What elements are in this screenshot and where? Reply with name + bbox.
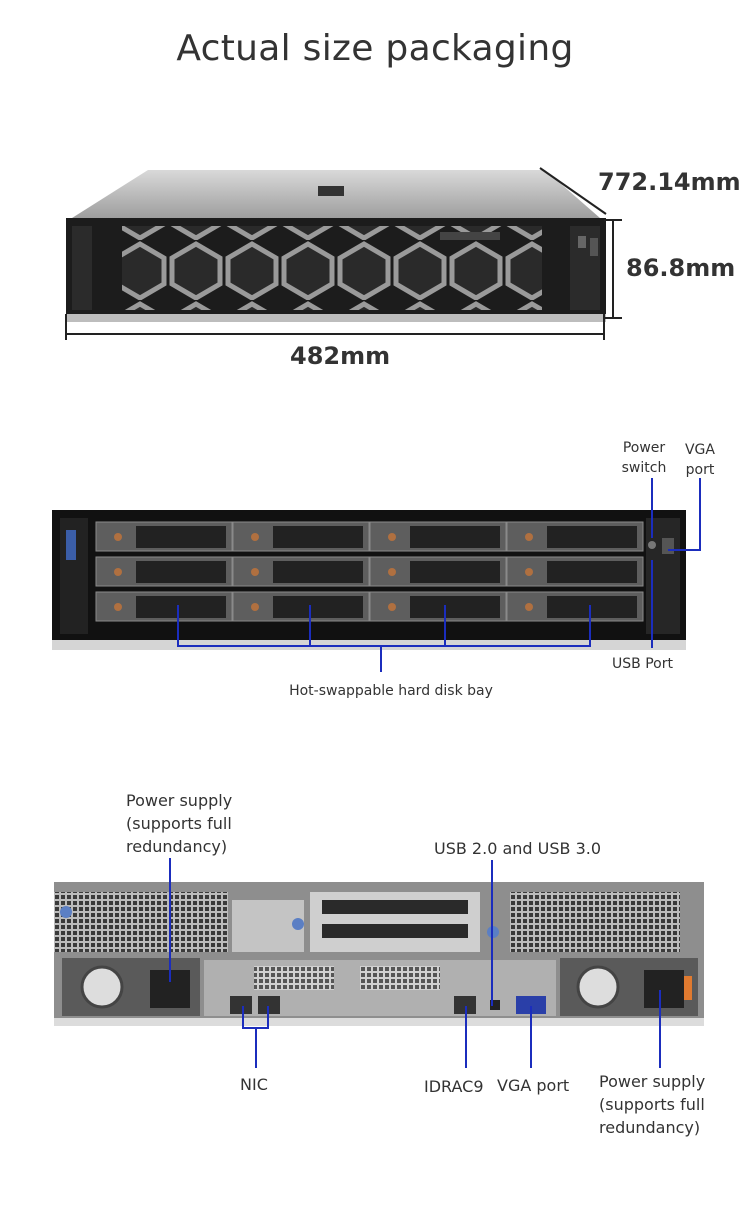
front-vga-port-label: VGA port xyxy=(684,442,715,478)
dimension-lines xyxy=(65,167,622,340)
height-label: 86.8mm xyxy=(626,254,736,282)
depth-label: 772.14mm xyxy=(598,168,741,196)
power-supply-left-label: Power supply (supports full redundancy) xyxy=(126,791,233,856)
disk-bay-label: Hot-swappable hard disk bay xyxy=(289,683,493,699)
front-callout-lines xyxy=(177,478,701,672)
usb-rear-label: USB 2.0 and USB 3.0 xyxy=(434,839,602,858)
server-3d-view xyxy=(66,170,606,322)
usb-port-label: USB Port xyxy=(612,656,673,672)
rear-callout-lines xyxy=(169,858,661,1068)
width-label: 482mm xyxy=(290,342,391,370)
page-title: Actual size packaging xyxy=(176,28,574,69)
rear-vga-port-label: VGA port xyxy=(497,1076,570,1095)
power-supply-right-label: Power supply (supports full redundancy) xyxy=(599,1072,706,1137)
nic-label: NIC xyxy=(240,1075,268,1094)
server-rear-panel xyxy=(54,882,704,1026)
idrac-label: IDRAC9 xyxy=(424,1077,484,1096)
power-switch-label: Power switch xyxy=(621,440,667,476)
